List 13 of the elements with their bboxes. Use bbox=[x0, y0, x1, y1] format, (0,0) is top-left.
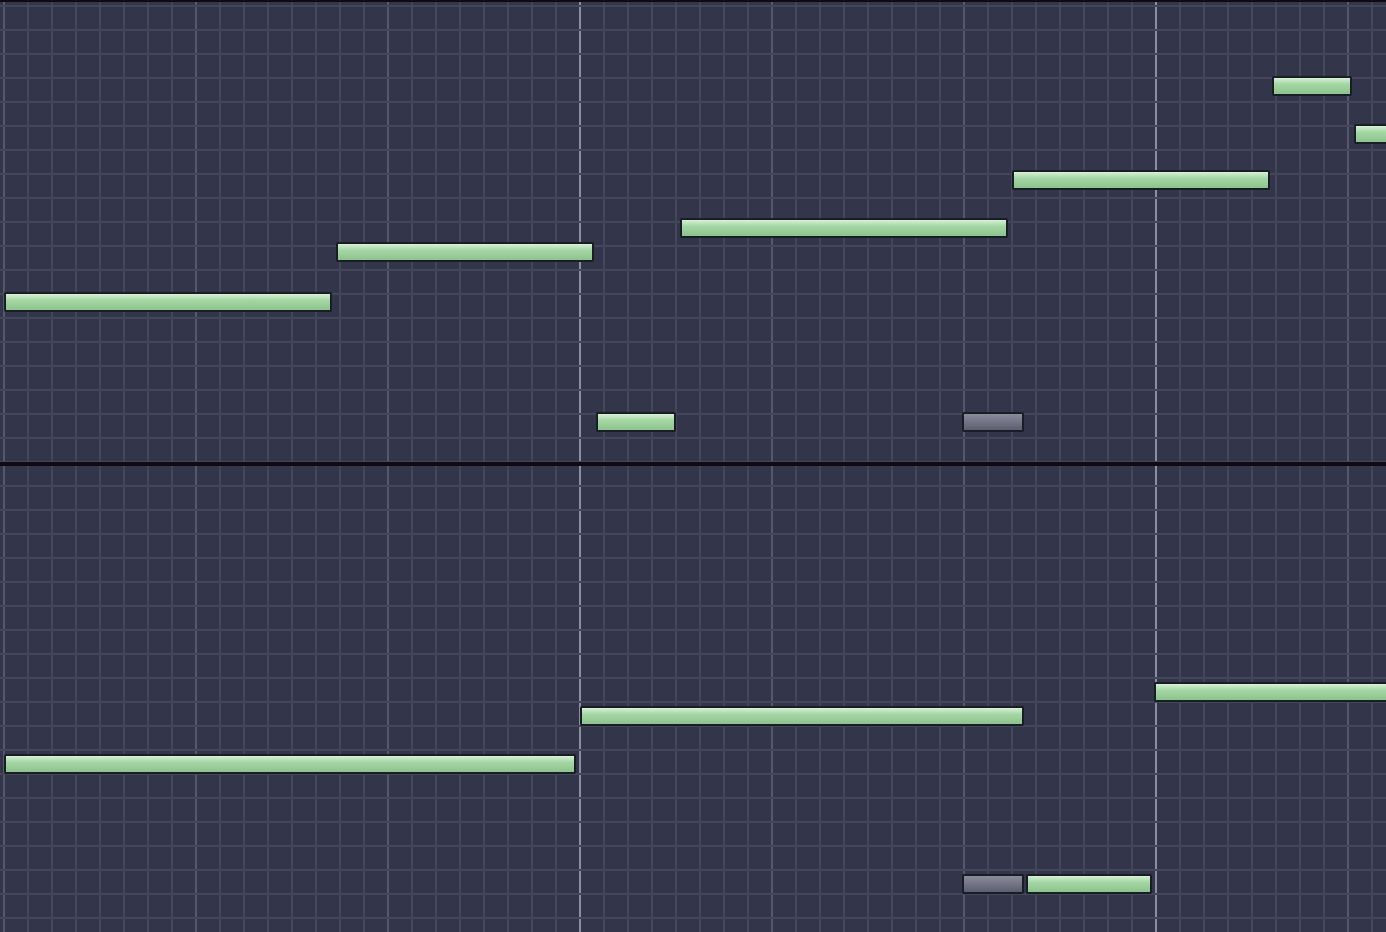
note-bar bbox=[1154, 682, 1386, 702]
note-bar bbox=[4, 754, 576, 774]
note-bar bbox=[962, 412, 1024, 432]
note-bar bbox=[4, 292, 332, 312]
note-bar bbox=[1012, 170, 1270, 190]
note-bar bbox=[680, 218, 1008, 238]
note-bar bbox=[596, 412, 676, 432]
note-bar bbox=[336, 242, 594, 262]
note-bar bbox=[962, 874, 1024, 894]
note-bar bbox=[1354, 124, 1386, 144]
note-bar bbox=[1026, 874, 1152, 894]
note-bar bbox=[1272, 76, 1352, 96]
note-bar bbox=[580, 706, 1024, 726]
